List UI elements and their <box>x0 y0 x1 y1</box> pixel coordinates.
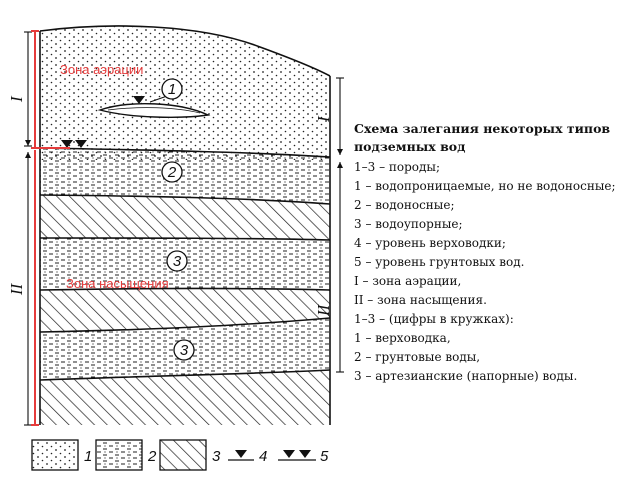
caption-title: Схема залегания некоторых типов подземны… <box>354 121 611 154</box>
caption-line: 1–3 – (цифры в кружках): <box>354 312 514 326</box>
perched-water-lens <box>97 94 211 118</box>
caption-line: 4 – уровень верховодки; <box>354 236 506 250</box>
circled-number-1: 1 <box>168 81 176 98</box>
zone-roman-1-left: I <box>7 95 26 103</box>
zone-roman-1-right: I <box>314 115 333 123</box>
perched-level-marker <box>133 96 145 104</box>
caption-line: 3 – артезианские (напорные) воды. <box>354 369 578 383</box>
layer-aquitard-middle <box>40 288 330 332</box>
caption-line: 2 – водоносные; <box>354 198 455 212</box>
caption-line: 5 – уровень грунтовых вод. <box>354 255 525 269</box>
caption-line: I – зона аэрации, <box>354 274 462 288</box>
zone-roman-2-left: II <box>7 282 26 296</box>
caption: Схема залегания некоторых типов подземны… <box>354 120 638 386</box>
circled-number-3b: 3 <box>180 342 189 359</box>
circled-number-2: 2 <box>167 164 177 181</box>
caption-line: II – зона насыщения. <box>354 293 487 307</box>
caption-line: 1 – верховодка, <box>354 331 451 345</box>
circled-number-3a: 3 <box>173 253 182 270</box>
zone-saturation-label: Зона насыщения <box>66 276 169 291</box>
zone-markers <box>31 30 70 426</box>
right-zone-brackets <box>336 77 344 373</box>
caption-line: 2 – грунтовые воды, <box>354 350 481 364</box>
layer-aquitard-lower <box>40 370 330 425</box>
legend-label-3: 3 <box>212 448 221 465</box>
left-zone-brackets <box>24 31 32 426</box>
legend: 1 2 3 4 5 <box>31 439 329 471</box>
geological-section <box>40 26 330 425</box>
legend-label-5: 5 <box>320 448 329 465</box>
groundwater-level-marker <box>61 140 87 148</box>
caption-line: 3 – водоупорные; <box>354 217 463 231</box>
caption-line: 1–3 – породы; <box>354 160 441 174</box>
legend-label-2: 2 <box>147 448 157 465</box>
layer-aquitard-upper <box>40 195 330 240</box>
zone-roman-2-right: II <box>314 303 333 317</box>
legend-label-1: 1 <box>84 448 92 465</box>
layer-aeration-permeable <box>40 26 330 160</box>
caption-line: 1 – водопроницаемые, но не водоносные; <box>354 179 616 193</box>
layer-aquifer-upper <box>40 148 330 205</box>
layer-boundaries <box>39 25 331 425</box>
circled-numbers: 1 2 3 3 <box>161 78 195 361</box>
legend-label-4: 4 <box>259 448 267 465</box>
zone-aeration-label: Зона аэрации <box>60 62 143 77</box>
